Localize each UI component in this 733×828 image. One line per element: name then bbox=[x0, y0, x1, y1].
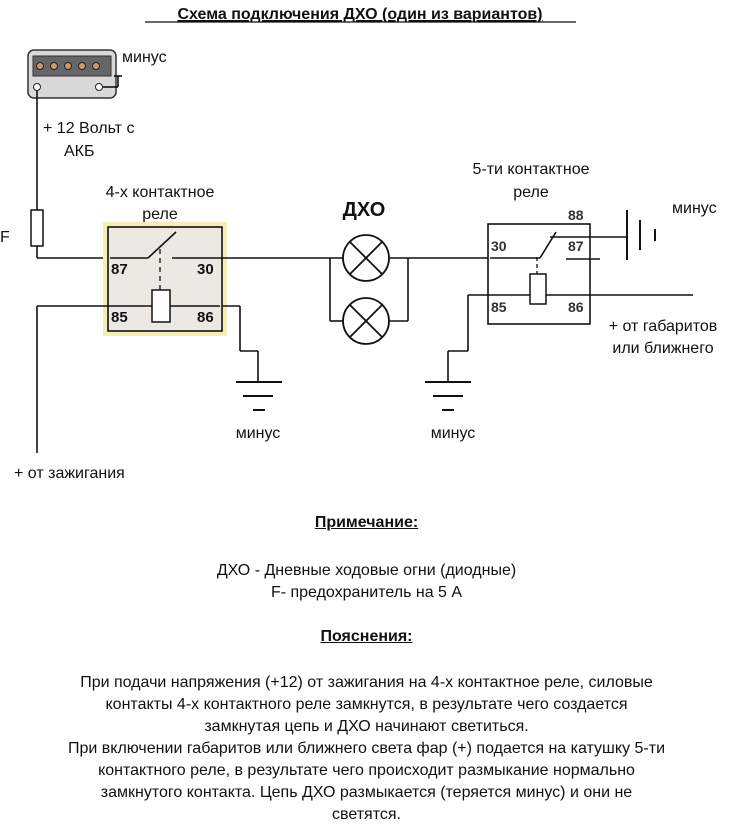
relay4-pin-85: 85 bbox=[111, 309, 128, 326]
note-text: ДХО - Дневные ходовые огни (диодные) F- … bbox=[0, 560, 733, 604]
explain-line: контакты 4-х контактного реле замкнутся,… bbox=[105, 696, 628, 713]
explain-heading-wrap: Пояснения: bbox=[0, 628, 733, 646]
diagram-title: Схема подключения ДХО (один из вариантов… bbox=[177, 6, 542, 23]
battery-minus-label: минус bbox=[122, 49, 167, 66]
parking-label: + от габаритов bbox=[609, 318, 718, 335]
relay4-label-2: реле bbox=[142, 206, 178, 223]
relay5-pin-86: 86 bbox=[568, 299, 584, 315]
relay5-minus-label: минус bbox=[672, 200, 717, 217]
ground-right-label: минус bbox=[431, 425, 476, 442]
relay5-label: 5-ти контактное bbox=[472, 161, 589, 178]
dho-label: ДХО bbox=[343, 199, 386, 221]
explain-line: контактного реле, в результате чего прои… bbox=[98, 762, 635, 779]
note-heading-wrap: Примечание: bbox=[0, 514, 733, 532]
explain-line: светятся. bbox=[332, 806, 401, 823]
relay4-pin-86: 86 bbox=[197, 309, 214, 326]
relay5-pin-85: 85 bbox=[491, 299, 507, 315]
fuse-icon bbox=[30, 209, 44, 247]
ground-left-label: минус bbox=[236, 425, 281, 442]
explain-line: При подачи напряжения (+12) от зажигания… bbox=[80, 674, 653, 691]
relay-5pin bbox=[468, 223, 693, 325]
wiring-diagram: Схема подключения ДХО (один из вариантов… bbox=[0, 6, 718, 482]
ground-icon-left bbox=[236, 381, 282, 411]
lamp-icon-bottom bbox=[342, 297, 390, 345]
ground-icon-right bbox=[425, 381, 471, 411]
explain-heading: Пояснения: bbox=[320, 628, 413, 645]
explain-line: При включении габаритов или ближнего све… bbox=[67, 740, 666, 757]
relay5-pin-30: 30 bbox=[491, 238, 507, 254]
note-heading: Примечание: bbox=[314, 514, 419, 531]
battery-plus-label-2: АКБ bbox=[64, 143, 95, 160]
relay5-label-2: реле bbox=[513, 184, 549, 201]
explain-line: замкнутая цепь и ДХО начинают светиться. bbox=[204, 718, 529, 735]
lamp-icon-top bbox=[342, 234, 390, 282]
relay5-pin-88: 88 bbox=[568, 207, 584, 223]
note-line: F- предохранитель на 5 А bbox=[270, 584, 463, 601]
fuse-label: F bbox=[0, 229, 10, 246]
note-line: ДХО - Дневные ходовые огни (диодные) bbox=[216, 562, 517, 579]
explain-line: замкнутого контакта. Цепь ДХО размыкаетс… bbox=[100, 784, 633, 801]
battery-plus-label: + 12 Вольт с bbox=[43, 120, 134, 137]
relay-4pin bbox=[103, 222, 227, 336]
relay4-label: 4-х контактное bbox=[106, 184, 215, 201]
relay4-pin-30: 30 bbox=[197, 261, 214, 278]
explain-text: При подачи напряжения (+12) от зажигания… bbox=[0, 672, 733, 826]
battery-icon bbox=[27, 49, 122, 99]
parking-label-2: или ближнего bbox=[612, 340, 713, 357]
ignition-label: + от зажигания bbox=[14, 465, 125, 482]
relay5-pin-87: 87 bbox=[568, 238, 584, 254]
ground-icon-relay5 bbox=[626, 210, 656, 260]
relay4-pin-87: 87 bbox=[111, 261, 128, 278]
